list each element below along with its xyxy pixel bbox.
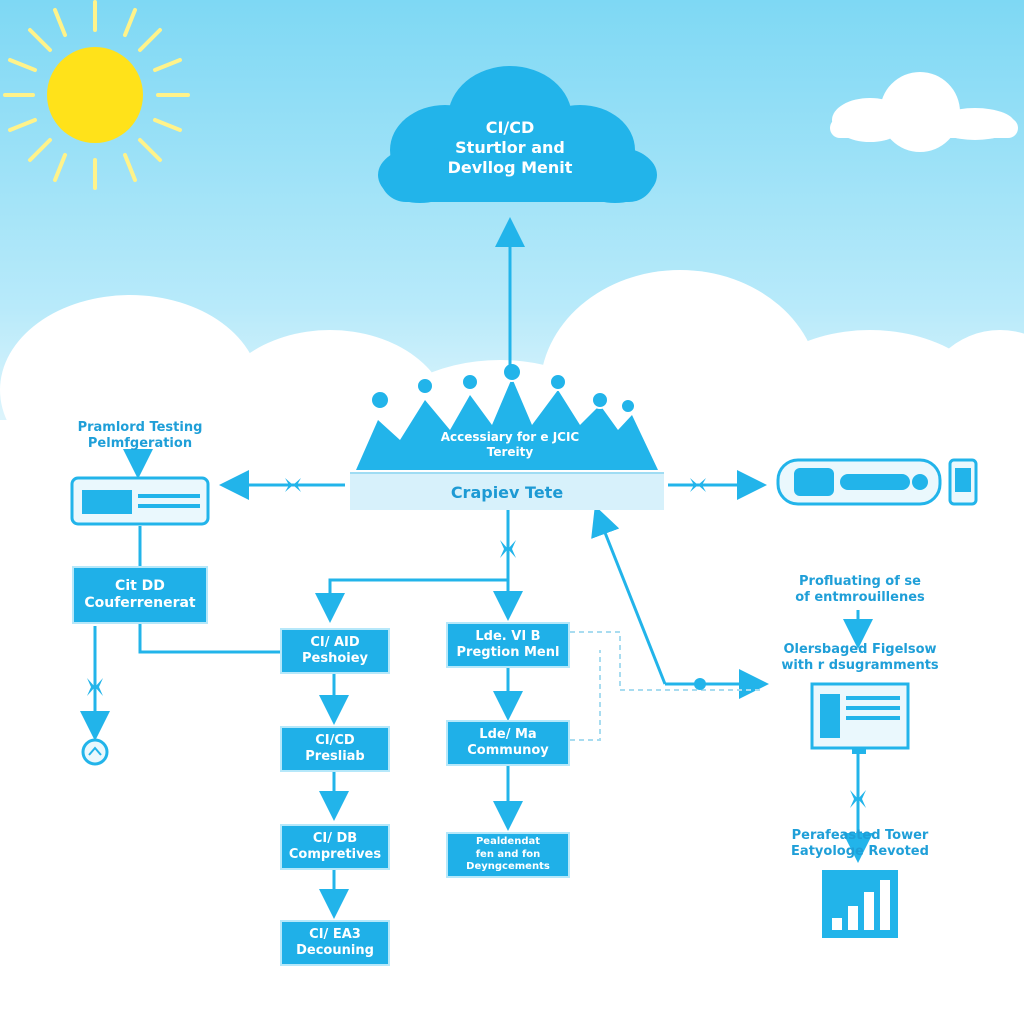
right-top-line-1: Profluating of se — [799, 574, 921, 589]
middle-box-2[interactable]: CI/CD Presliab — [280, 726, 390, 772]
right-bottom-line-2: Eatyologe Revoted — [791, 844, 929, 860]
bar-chart-icon — [822, 870, 898, 938]
middle-box-4[interactable]: CI/ EA3 Decouning — [280, 920, 390, 966]
left-title-line-1: Pramlord Testing — [77, 420, 203, 435]
right-mid-line-2: with r dsugramments — [781, 658, 939, 674]
left-title-line-2: Pelmfgeration — [87, 436, 193, 452]
middle-box-3[interactable]: CI/ DB Compretives — [280, 824, 390, 870]
dashboard-screen-icon — [810, 682, 910, 754]
right-bottom-label: Perafeasted Tower Eatyologe Revoted — [770, 828, 950, 861]
center-box-3[interactable]: Pealdendat fen and fon Deyngcements — [446, 832, 570, 878]
community-line-1: Accessiary for e JCIC — [440, 430, 580, 444]
community-line-2: Tereity — [486, 445, 534, 459]
cloud-line-1: CI/CD — [485, 118, 535, 137]
config-panel-icon — [70, 476, 210, 526]
main-pipeline-bar[interactable]: Crapiev Tete — [350, 472, 664, 510]
right-mid-line-1: Olersbaged Figelsow — [783, 642, 937, 657]
left-title: Pramlord Testing Pelmfgeration — [52, 420, 228, 453]
device-console-icon — [776, 458, 978, 506]
cicd-cloud-shape — [378, 66, 657, 203]
cloud-line-2: Sturtlor and — [455, 138, 565, 157]
sun-icon — [3, 0, 190, 190]
small-cloud-icon — [830, 72, 1018, 152]
community-label: Accessiary for e JCIC Tereity — [380, 430, 640, 460]
cicd-cloud-label: CI/CD Sturtlor and Devllog Menit — [400, 118, 620, 178]
center-box-1[interactable]: Lde. VI B Pregtion Menl — [446, 622, 570, 668]
cloud-line-3: Devllog Menit — [447, 158, 573, 177]
middle-box-1[interactable]: CI/ AID Peshoiey — [280, 628, 390, 674]
community-mountains — [356, 362, 658, 470]
right-bottom-line-1: Perafeasted Tower — [791, 828, 929, 843]
right-top-line-2: of entmrouillenes — [795, 590, 925, 606]
center-box-2[interactable]: Lde/ Ma Communoy — [446, 720, 570, 766]
left-config-box[interactable]: Cit DD Couferrenerat — [72, 566, 208, 624]
right-mid-label: Olersbaged Figelsow with r dsugramments — [765, 642, 955, 675]
right-top-label: Profluating of se of entmrouillenes — [770, 574, 950, 607]
